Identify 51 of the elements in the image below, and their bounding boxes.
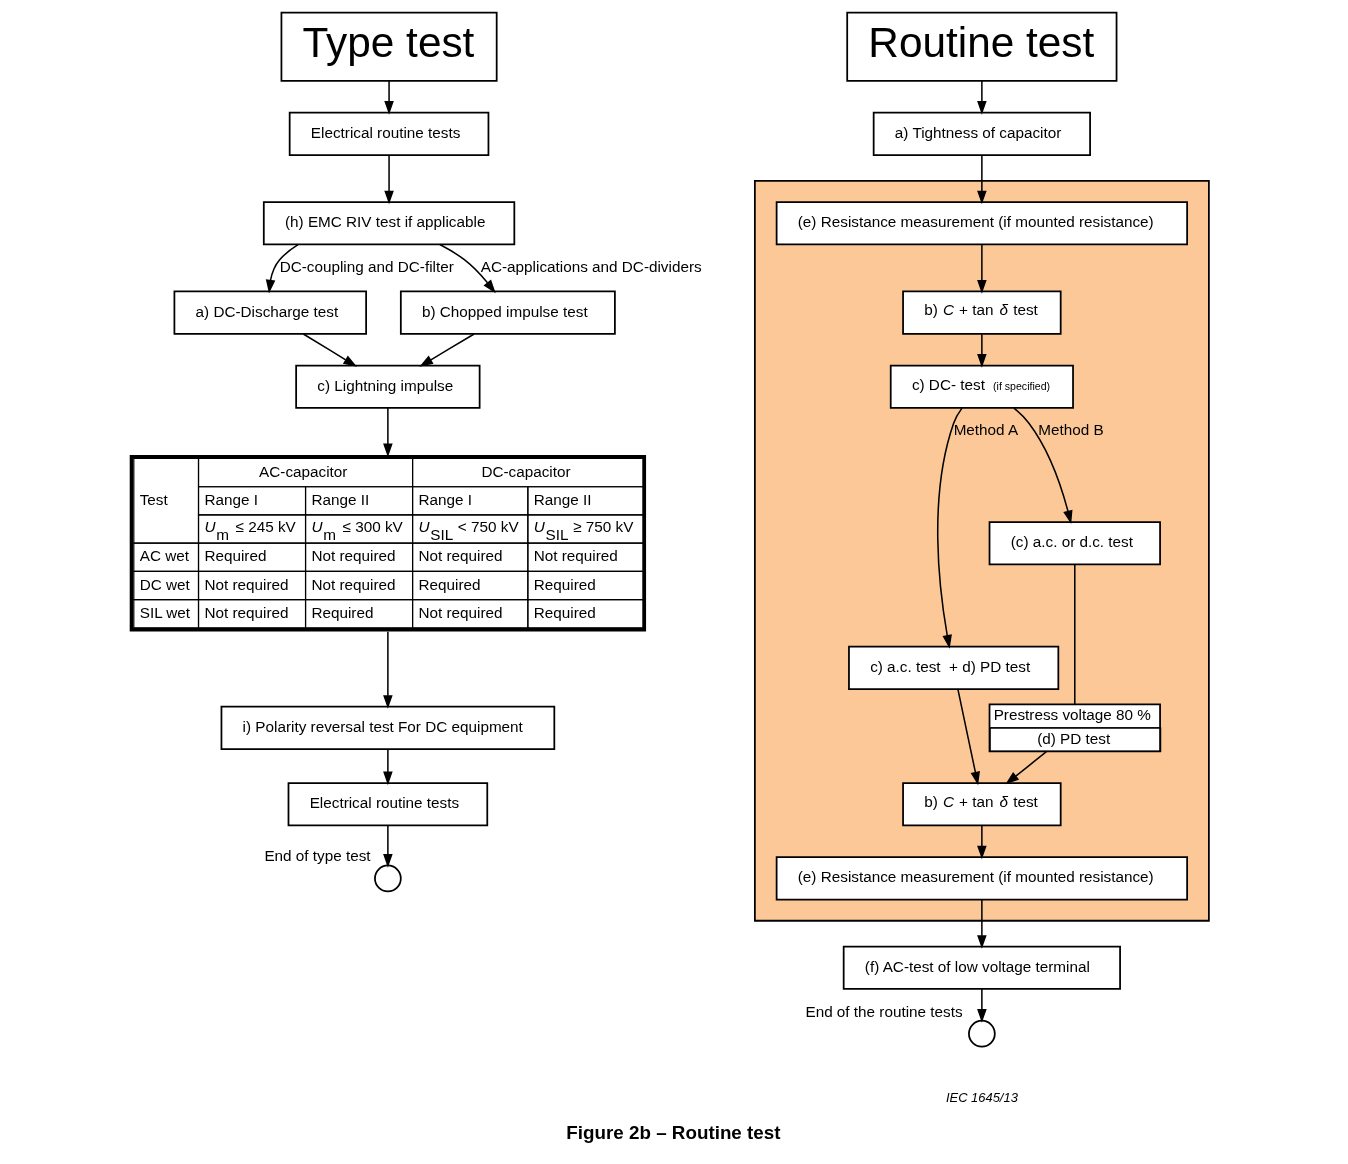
connector [1074,563,1076,705]
node-box: Electrical routine tests [287,782,489,827]
edge-label: Method B [1038,421,1104,439]
caption: Figure 2b – Routine test [566,1122,781,1144]
edge-label: DC-coupling and DC-filter [279,257,454,275]
node-box: a) Tightness of capacitor [872,111,1091,156]
node-circle [374,864,402,893]
arrow [977,243,987,294]
node-box: (f) AC-test of low voltage terminal [842,945,1121,990]
node-box: b) C + tan δ test [902,782,1062,827]
edge-label: AC-applications and DC-dividers [480,257,702,275]
arrow [384,80,394,115]
arrow [977,80,987,115]
node-box: b) Chopped impulse test [399,290,616,335]
cluster [754,180,1210,922]
node-box: c) a.c. test + d) PD test [848,645,1060,690]
arrow [977,899,987,949]
node-box: b) C + tan δ test [902,290,1062,335]
node-box: a) DC-Discharge test [173,290,367,335]
arrow [1005,750,1048,785]
node-box: (e) Resistance measurement (if mounted resistance) [775,201,1188,246]
label: IEC 1645/13 [946,1089,1018,1105]
arrow [419,333,475,367]
arrow [383,825,393,868]
node-box: Type test [280,11,498,82]
arrow [384,154,394,205]
arrow [977,333,987,368]
arrow [977,825,987,860]
arrow [383,631,393,709]
arrow [302,333,358,367]
node-circle [968,1019,996,1048]
node-box: (h) EMC RIV test if applicable [262,201,516,246]
edge-label: Method A [953,421,1019,439]
arrow [383,748,393,786]
arrow [265,243,299,294]
node-box: Routine test [846,11,1118,82]
arrow [957,688,980,786]
node-box: c) Lightning impulse [295,364,481,409]
node-box: (c) a.c. or d.c. test [988,521,1161,566]
arrow [977,988,987,1023]
node-box: i) Polarity reversal test For DC equipment [220,705,556,750]
arrow [937,407,963,649]
arrow [977,154,987,205]
node-box: (e) Resistance measurement (if mounted resistance) [775,856,1188,901]
arrow [439,243,496,294]
node-label: End of the routine tests [805,1002,963,1020]
node-label: End of type test [264,847,371,865]
arrow [383,407,393,458]
node-box: c) DC- test (if specified) [889,364,1074,409]
arrow [1013,407,1073,525]
node-box: Electrical routine tests [288,111,490,156]
